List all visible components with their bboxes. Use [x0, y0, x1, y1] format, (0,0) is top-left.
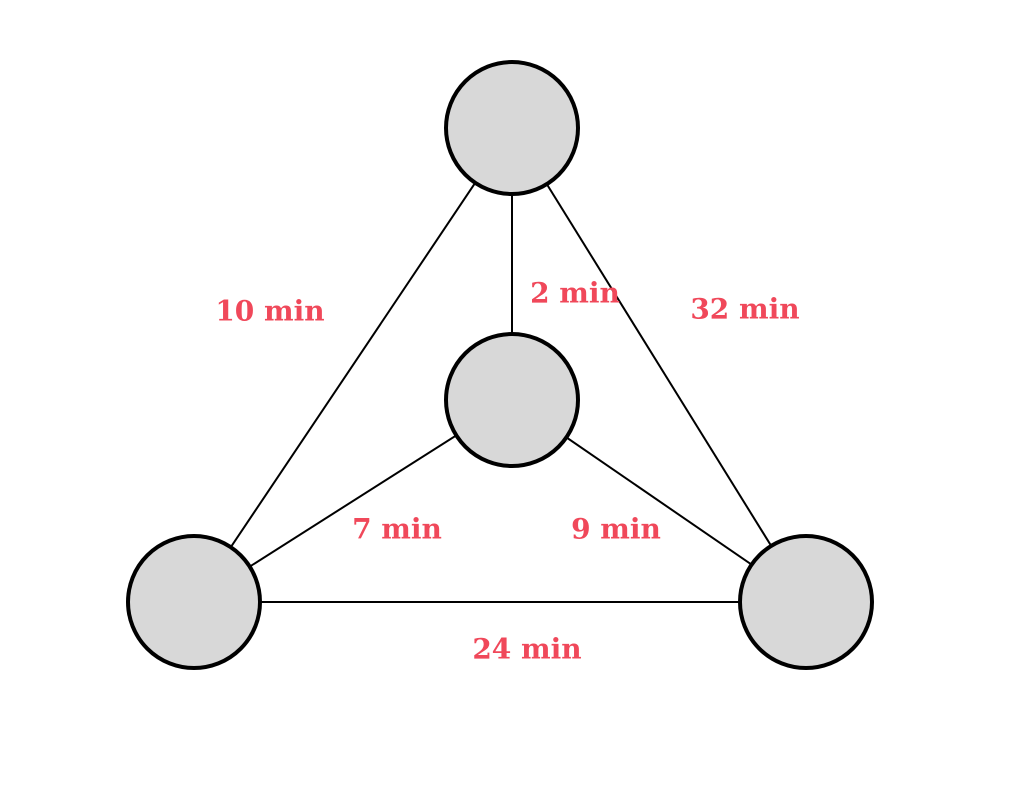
node-bottom-left: [126, 534, 262, 670]
node-top: [444, 60, 580, 196]
edge-label-bottom-left-bottom-right: 24 min: [472, 633, 581, 666]
node-center: [444, 332, 580, 468]
edge-label-top-bottom-left: 10 min: [215, 295, 324, 328]
edge-top-bottom-right: [511, 127, 807, 603]
edge-label-top-center: 2 min: [530, 277, 620, 310]
node-bottom-right: [738, 534, 874, 670]
edge-label-center-bottom-right: 9 min: [571, 513, 661, 546]
nodes-layer: [126, 60, 874, 670]
edge-label-center-bottom-left: 7 min: [352, 513, 442, 546]
labels-layer: 10 min 2 min 32 min 7 min 9 min 24 min: [215, 277, 799, 666]
edge-label-top-bottom-right: 32 min: [690, 293, 799, 326]
edge-top-bottom-left: [193, 127, 513, 603]
